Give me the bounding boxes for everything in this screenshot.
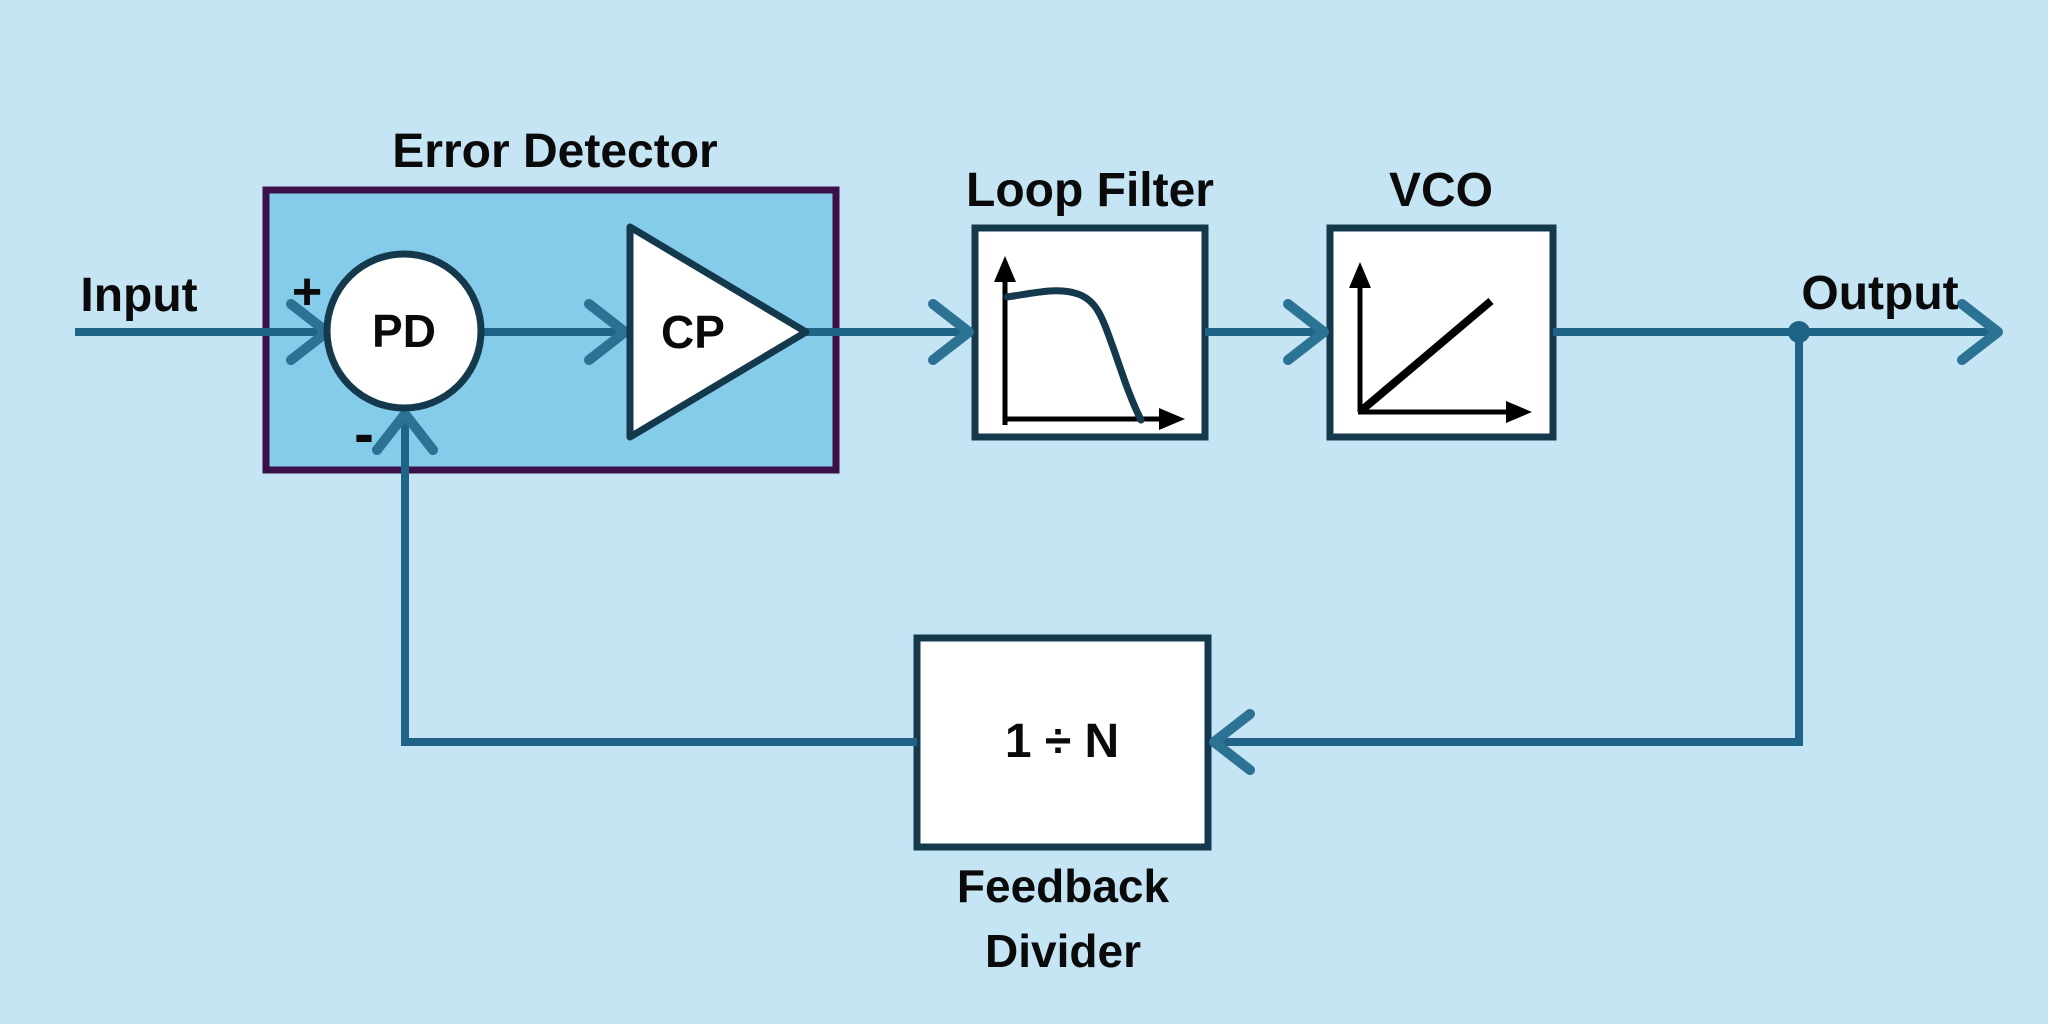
- error-detector-label: Error Detector: [392, 125, 718, 178]
- output-label: Output: [1801, 267, 1959, 320]
- output-arrowhead-icon: [1957, 299, 2003, 365]
- loop-filter-label: Loop Filter: [966, 164, 1214, 217]
- divider-arrowhead-icon: [1209, 709, 1255, 775]
- feedback-divider-caption-line1: Feedback: [956, 860, 1170, 912]
- feedback-divider-caption-line2: Divider: [985, 925, 1141, 977]
- vco-axes-icon: [1349, 262, 1532, 423]
- minus-sign-label: -: [354, 400, 374, 467]
- vco-ramp-icon: [1359, 297, 1494, 414]
- arrowheads: [286, 299, 2003, 775]
- filter-vco-arrowhead-icon: [1283, 299, 1329, 365]
- phase-detector-circle: [323, 250, 485, 412]
- phase-detector-label: PD: [372, 305, 436, 357]
- output-junction-dot: [1788, 321, 1810, 343]
- loop-filter-box: [971, 224, 1209, 441]
- pd-cp-arrowhead-icon: [584, 299, 630, 365]
- lowpass-curve-icon: [1003, 287, 1145, 424]
- vco-label: VCO: [1388, 164, 1494, 217]
- charge-pump-triangle: [626, 223, 810, 441]
- plus-sign-label: +: [291, 263, 323, 321]
- signal-lines: [75, 328, 1990, 746]
- divider-ratio-label: 1 ÷ N: [1004, 715, 1120, 768]
- feedback-arrowhead-icon: [372, 409, 438, 455]
- input-label: Input: [80, 269, 198, 322]
- cp-filter-arrowhead-icon: [928, 299, 974, 365]
- charge-pump-label: CP: [661, 306, 725, 358]
